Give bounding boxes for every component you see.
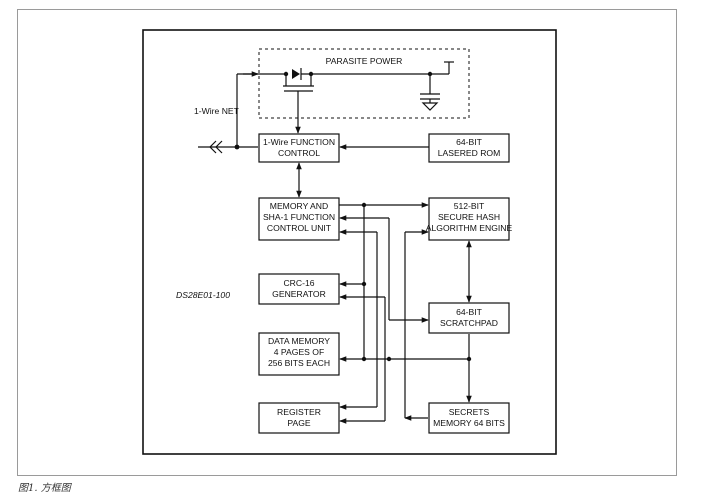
function-control-label-1: 1-Wire FUNCTION: [263, 137, 335, 147]
hash-engine-label-2: SECURE HASH: [438, 212, 500, 222]
crc16-label-1: CRC-16: [283, 278, 314, 288]
scratchpad-label-1: 64-BIT: [456, 307, 483, 317]
crc16-block: [258, 273, 340, 305]
lasered-rom-block: [428, 133, 510, 163]
one-wire-input-icon: [209, 140, 223, 154]
function-control-block: [258, 133, 340, 163]
lasered-rom-label-1: 64-BIT: [456, 137, 483, 147]
figure-caption: 图1. 方框图: [18, 483, 71, 494]
hash-engine-label-3: ALGORITHM ENGINE: [426, 223, 513, 233]
data-memory-label-1: DATA MEMORY: [268, 336, 330, 346]
data-memory-block: [258, 332, 340, 376]
memory-sha-label-1: MEMORY AND: [270, 201, 328, 211]
figure-frame: [17, 9, 677, 476]
crc16-label-2: GENERATOR: [272, 289, 326, 299]
memory-sha-block: [258, 197, 340, 241]
register-page-block: [258, 402, 340, 434]
scratchpad-label-2: SCRATCHPAD: [440, 318, 498, 328]
diode-icon: [243, 68, 433, 80]
register-page-label-1: REGISTER: [277, 407, 321, 417]
memory-sha-label-3: CONTROL UNIT: [267, 223, 332, 233]
memory-sha-label-2: SHA-1 FUNCTION: [263, 212, 335, 222]
function-control-label-2: CONTROL: [278, 148, 320, 158]
secrets-block: [428, 402, 510, 434]
lasered-rom-label-2: LASERED ROM: [438, 148, 501, 158]
secrets-label-2: MEMORY 64 BITS: [433, 418, 505, 428]
diagram-border: [142, 29, 557, 455]
one-wire-net-label: 1-Wire NET: [194, 106, 240, 116]
transistor-icon: [283, 74, 314, 106]
register-page-label-2: PAGE: [287, 418, 311, 428]
hash-engine-label-1: 512-BIT: [454, 201, 485, 211]
signal-lines: [295, 106, 472, 424]
data-memory-label-3: 256 BITS EACH: [268, 358, 330, 368]
part-number-label: DS28E01-100: [176, 290, 230, 300]
hash-engine-block: [428, 197, 510, 241]
capacitor-icon: [420, 61, 454, 111]
parasite-power-label: PARASITE POWER: [326, 56, 403, 66]
secrets-label-1: SECRETS: [449, 407, 490, 417]
parasite-power-box: [258, 48, 470, 119]
data-memory-label-2: 4 PAGES OF: [274, 347, 324, 357]
scratchpad-block: [428, 302, 510, 334]
